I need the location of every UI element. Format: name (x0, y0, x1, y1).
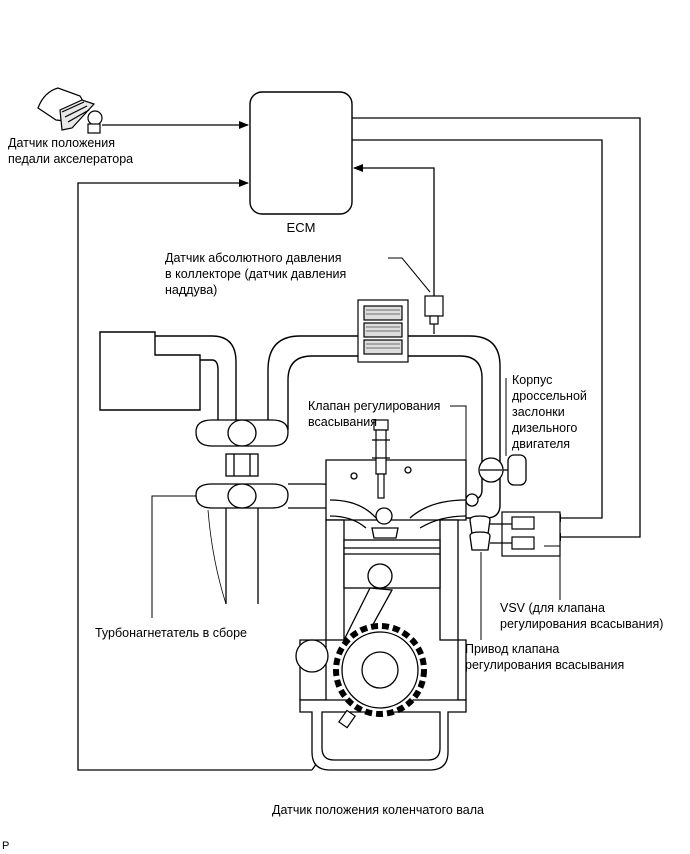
vsv (490, 511, 561, 557)
label-actuator: Привод клапана регулирования всасывания (465, 642, 625, 672)
air-cleaner-box (99, 331, 201, 411)
label-throttle-body: Корпус дроссельной заслонки дизельного д… (512, 373, 587, 451)
throttle-body (478, 454, 527, 486)
label-vsv: VSV (для клапана регулирования всасывани… (500, 601, 664, 631)
wire-map-to-ecm (353, 164, 435, 296)
label-intake-valve: Клапан регулирования всасывания (308, 399, 441, 429)
ecm-box (249, 91, 353, 215)
map-sensor (424, 295, 444, 334)
crankshaft-gear (333, 623, 427, 717)
intake-valve-actuator (465, 493, 491, 551)
label-map-sensor: Датчик абсолютного давления в коллекторе… (165, 251, 347, 297)
label-accelerator-sensor: Датчик положения педали акселератора (8, 136, 134, 166)
crank-position-sensor (338, 709, 356, 729)
pulley (295, 639, 329, 673)
intercooler (357, 299, 409, 363)
engine-block (299, 459, 467, 771)
intake-control-valve (372, 419, 390, 499)
leader-intake-valve (450, 405, 467, 492)
wire-crank-to-ecm (77, 179, 312, 771)
leader-vsv (544, 545, 561, 600)
ecm-label: ECM (287, 220, 316, 235)
corner-mark: P (2, 840, 10, 852)
wire-ecm-to-vsv-upper (352, 117, 641, 541)
wire-ecm-to-vsv-lower (352, 139, 603, 522)
leader-turbo (151, 495, 196, 618)
accelerator-pedal-icon (37, 87, 103, 134)
leader-map (388, 257, 431, 293)
label-crank-sensor: Датчик положения коленчатого вала (272, 803, 485, 817)
label-turbocharger: Турбонагнетатель в сборе (95, 626, 248, 640)
